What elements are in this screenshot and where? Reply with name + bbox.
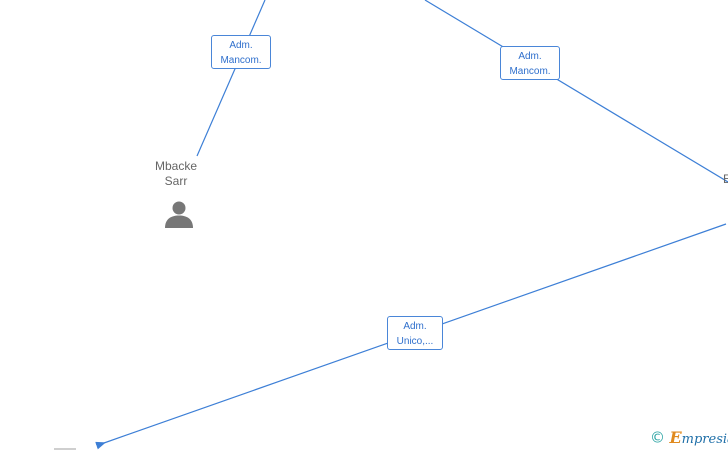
- edge-label-line2: Unico,...: [396, 336, 434, 347]
- edge-label-line1: Adm.: [403, 321, 427, 332]
- edge-top-to-right-node: [424, 0, 728, 183]
- copyright-symbol: ©: [650, 428, 665, 447]
- edge-label-adm-unico[interactable]: Adm. Unico,...: [387, 316, 443, 350]
- edge-label-line1: Adm.: [229, 40, 253, 51]
- empresia-watermark: © Empresia: [650, 428, 728, 448]
- cut-off-node-label: E: [723, 172, 728, 186]
- edge-label-line1: Adm.: [518, 51, 542, 62]
- edge-mbacke-to-top: [196, 0, 266, 157]
- brand-rest: mpresia: [681, 432, 728, 447]
- node-name-line1: Mbacke: [154, 159, 198, 173]
- edge-label-line2: Mancom.: [220, 55, 262, 66]
- brand-logo: Empresia: [669, 428, 728, 447]
- brand-initial: E: [669, 428, 682, 447]
- edge-label-adm-mancom-2[interactable]: Adm. Mancom.: [500, 46, 560, 80]
- cut-off-node-stub: [54, 448, 76, 450]
- node-name-line2: Sarr: [164, 174, 188, 188]
- edge-label-line2: Mancom.: [509, 66, 551, 77]
- node-name-mbacke-sarr[interactable]: Mbacke Sarr: [136, 159, 216, 189]
- person-icon[interactable]: [164, 200, 194, 228]
- edge-label-adm-mancom-1[interactable]: Adm. Mancom.: [211, 35, 271, 69]
